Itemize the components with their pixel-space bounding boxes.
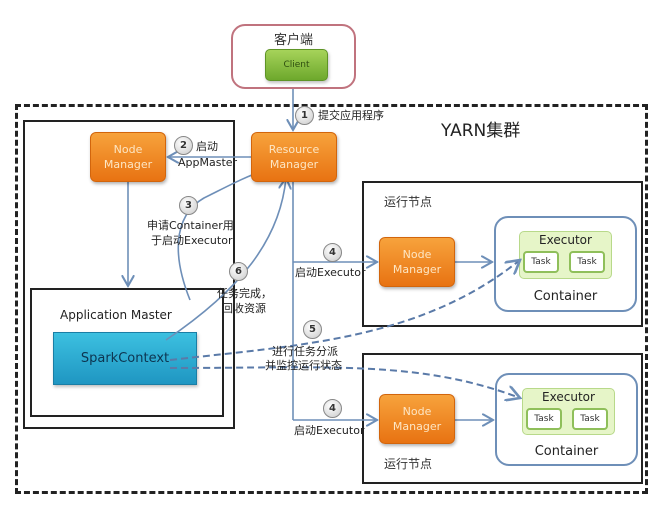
arrow-am-request-container	[177, 170, 265, 301]
dashed-dispatch-to-executor-2	[169, 366, 520, 398]
yarn-cluster-boundary	[15, 104, 648, 494]
step-label-2-line1: 启动	[196, 140, 218, 153]
node-manager-app-master[interactable]: Node Manager	[90, 132, 166, 182]
task-2-1[interactable]: Task	[526, 408, 562, 430]
executor-label-2: Executor	[542, 390, 595, 404]
step-label-1: 提交应用程序	[318, 109, 384, 122]
step-badge-1: 1	[295, 106, 314, 125]
resource-manager-node[interactable]: Resource Manager	[251, 132, 337, 182]
yarn-cluster-title: YARN集群	[441, 121, 521, 141]
client-region-title: 客户端	[273, 33, 313, 48]
run-node-label-1: 运行节点	[384, 195, 433, 209]
run-node-label-2: 运行节点	[384, 457, 433, 471]
step-badge-4b: 4	[323, 399, 342, 418]
task-1-2[interactable]: Task	[569, 251, 605, 273]
step-label-4a: 启动Executor	[295, 266, 366, 279]
step-label-5-line1: 进行任务分派	[272, 345, 338, 358]
step-badge-2: 2	[174, 136, 193, 155]
step-badge-4a: 4	[323, 243, 342, 262]
executor-label-1: Executor	[539, 233, 592, 247]
container-label-2: Container	[534, 444, 599, 459]
task-2-2[interactable]: Task	[572, 408, 608, 430]
task-1-1[interactable]: Task	[523, 251, 559, 273]
step-label-6-line2: 回收资源	[222, 302, 266, 315]
spark-context-node[interactable]: SparkContext	[53, 332, 197, 385]
step-badge-5: 5	[303, 320, 322, 339]
step-badge-3: 3	[179, 196, 198, 215]
node-manager-run-2[interactable]: Node Manager	[379, 394, 455, 444]
step-badge-6: 6	[229, 262, 248, 281]
arrow-am-release-resources	[165, 178, 286, 341]
client-node[interactable]: Client	[265, 49, 328, 81]
step-label-2-line2: AppMaster	[178, 156, 238, 169]
step-label-6-line1: 任务完成，	[217, 287, 272, 300]
node-manager-run-1[interactable]: Node Manager	[379, 237, 455, 287]
step-label-3-line1: 申请Container用	[147, 219, 234, 232]
container-label-1: Container	[533, 289, 598, 304]
run-node-box-1	[362, 181, 643, 327]
step-label-4b: 启动Executor	[294, 424, 365, 437]
application-master-label: Application Master	[60, 308, 172, 322]
step-label-5-line2: 并监控运行状态	[265, 359, 342, 372]
run-node-box-2	[362, 353, 643, 484]
step-label-3-line2: 于启动Executor	[151, 234, 233, 247]
dashed-dispatch-to-executor-1	[169, 260, 520, 361]
